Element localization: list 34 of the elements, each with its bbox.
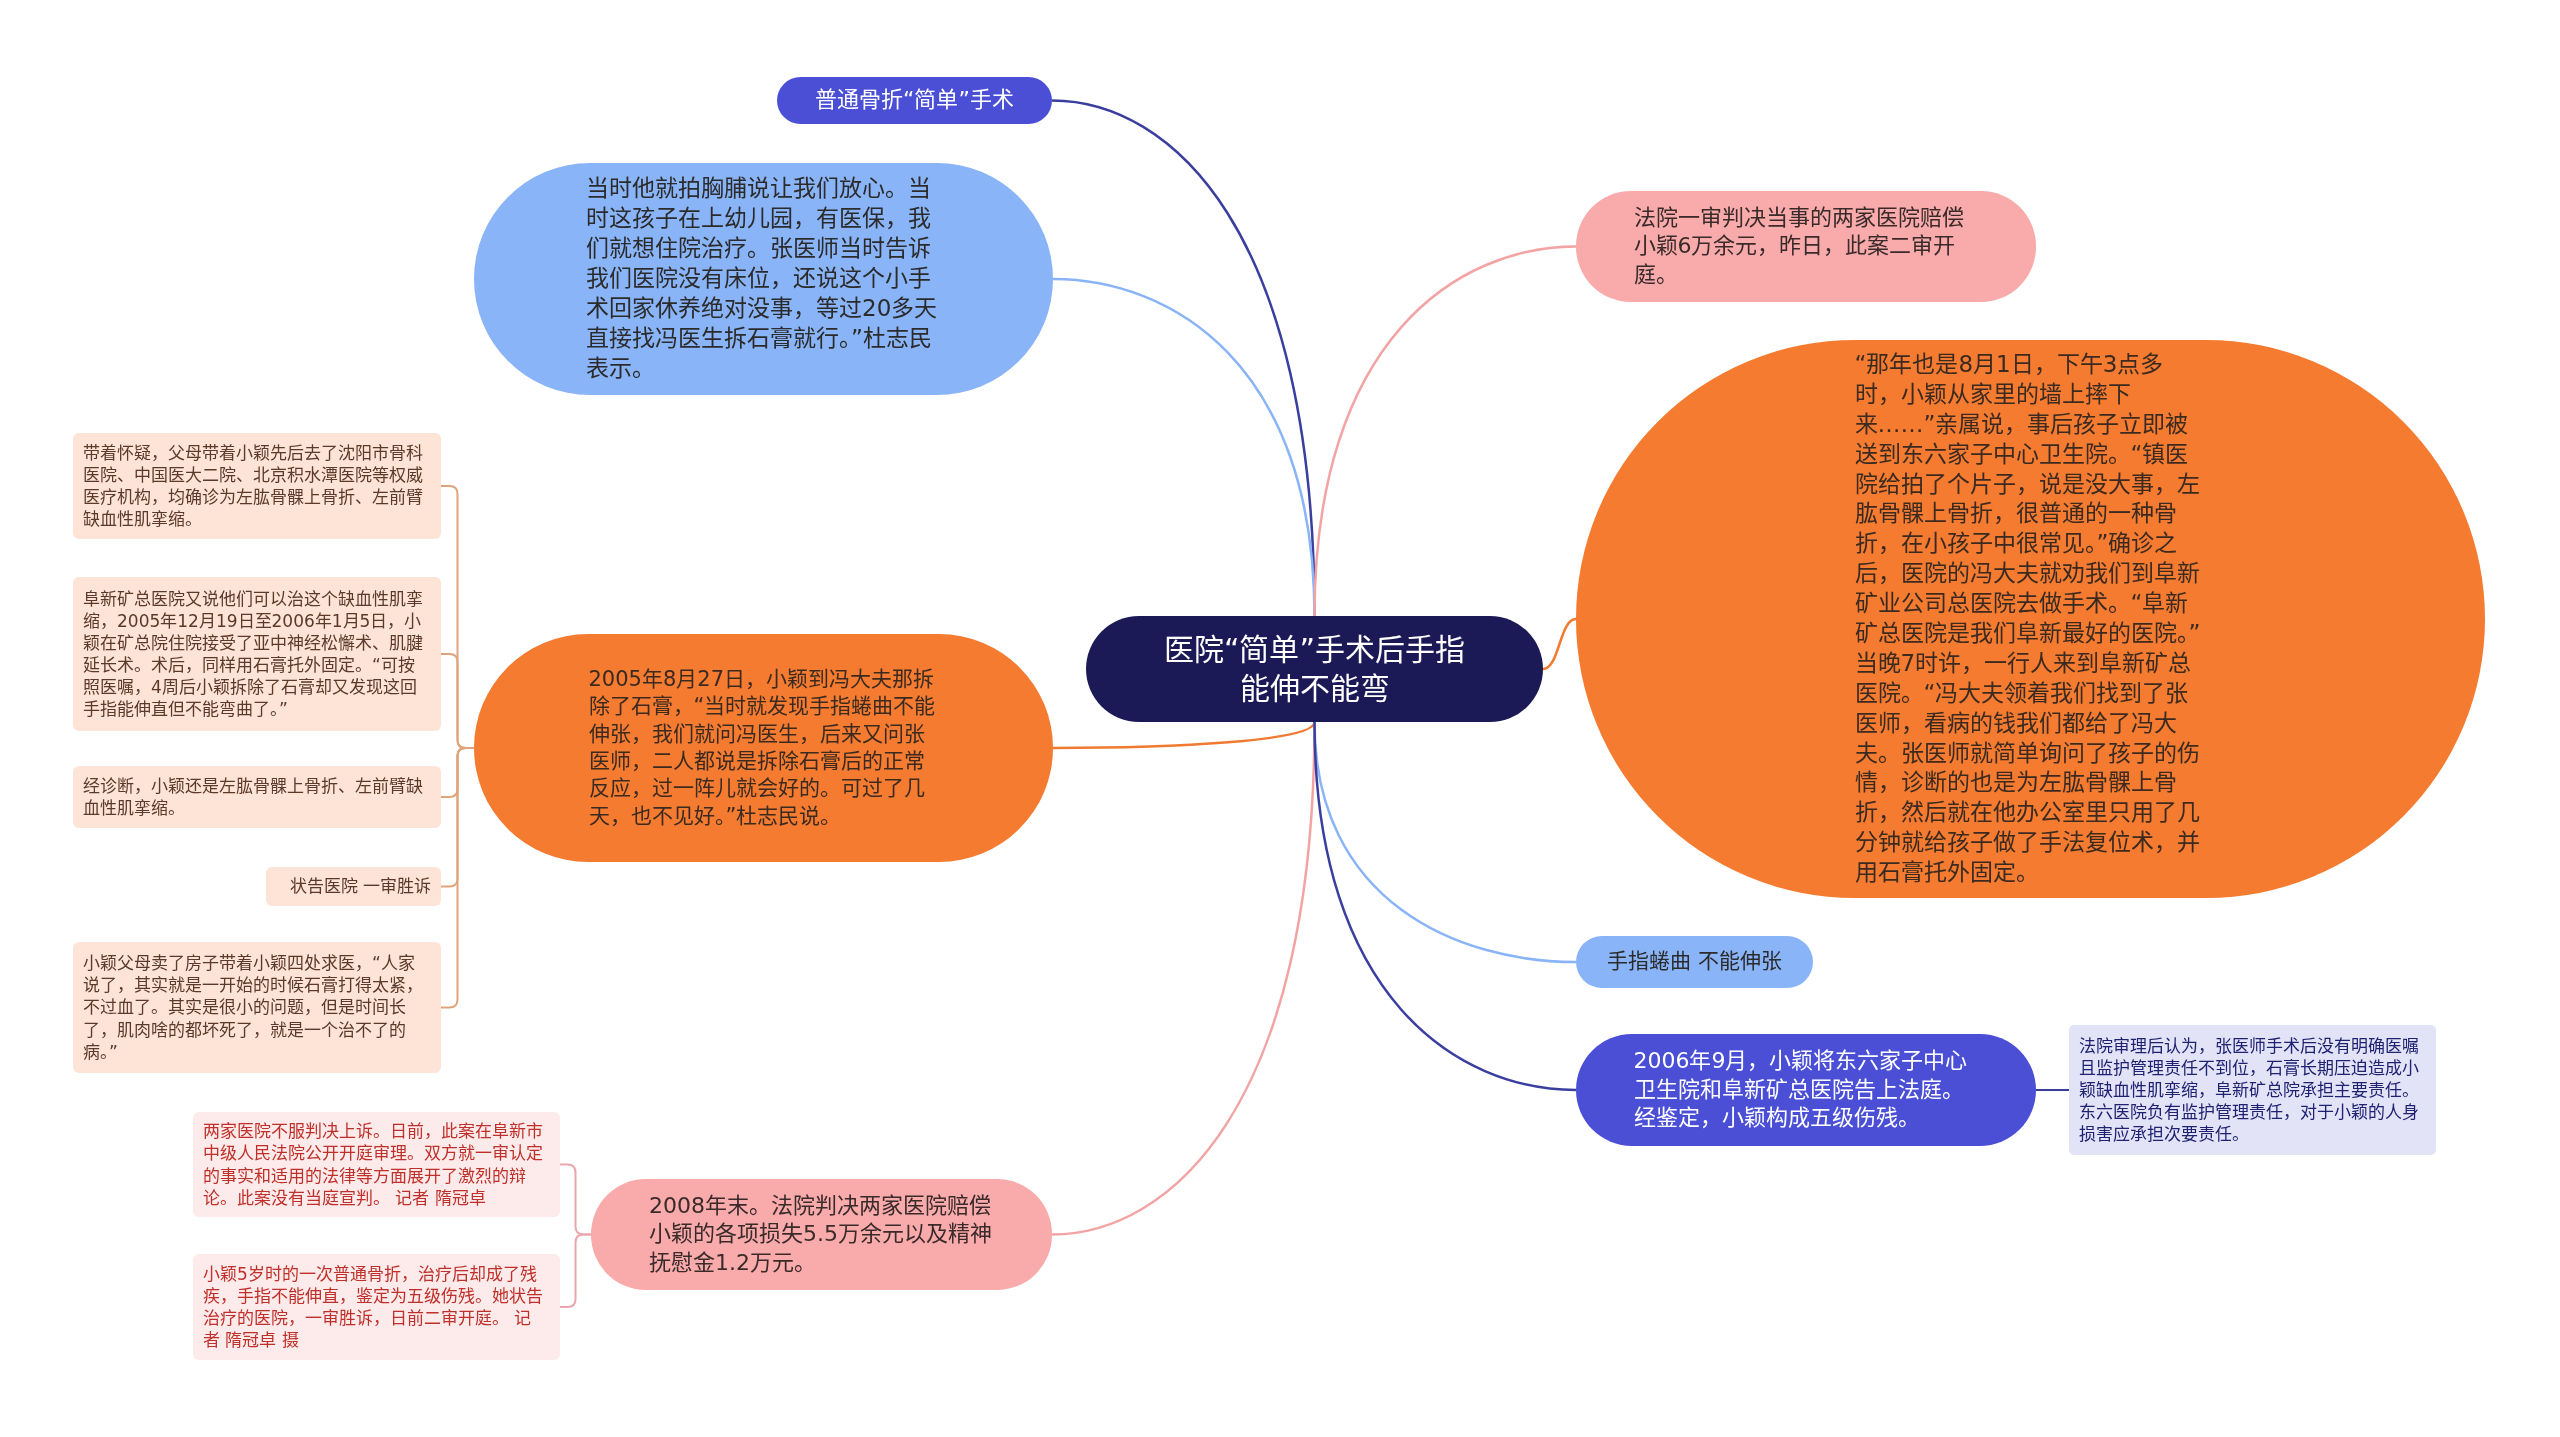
topic-text: “那年也是8月1日，下午3点多时，小颖从家里的墙上摔下来……”亲属说，事后孩子立即被送到东六家子中心卫生院。“镇医院给拍了个片子，说是没大事，左肱骨髁上骨折，很普通的一种骨折，在小孩子中很常见。”确诊之后，医院的冯大夫就劝我们到阜新矿业公司总医院去做手术。“阜新矿总医院是我们阜新最好的医院。”当晚7时许，一行人来到阜新矿总医院。“冯大夫领着我们找到了张医师，看病的钱我们都给了冯大夫。张医师就简单询问了孩子的伤情，诊断的也是为左肱骨髁上骨折，然后就在他办公室里只用了几分钟就给孩子做了手法复位术，并用石膏托外固定。: [1854, 350, 2202, 888]
note-card: [73, 433, 441, 539]
note-card: [193, 1254, 560, 1360]
bracket-connector: [559, 1233, 592, 1308]
note-text: 小颖父母卖了房子带着小颖四处求医，“人家说了，其实就是一开始的时候石膏打得太紧，不过血了。其实是很小的问题，但是时间长了，肌肉啥的都坏死了，就是一个治不了的病。”: [83, 952, 424, 1063]
topic-text: 手指蜷曲 不能伸张: [1606, 948, 1783, 976]
connector-line: [1053, 721, 1316, 750]
note-card: [73, 577, 441, 731]
note-card: [193, 1112, 560, 1217]
topic-text: 当时他就拍胸脯说让我们放心。当时这孩子在上幼儿园，有医保，我们就想住院治疗。张医师当时告诉我们医院没有床位，还说这个小手术回家休养绝对没事，等过20多天直接找冯医生拆石膏就行。”杜志民表示。: [586, 174, 939, 383]
topic-text: 2005年8月27日，小颖到冯大夫那拆除了石膏，“当时就发现手指蜷曲不能伸张，我们就问冯医生，后来又问张医师，二人都说是拆除石膏后的正常反应，过一阵儿就会好的。可过了几天，也不见好。”杜志民说。: [588, 666, 937, 830]
topic-text: 2006年9月，小颖将东六家子中心卫生院和阜新矿总医院告上法庭。经鉴定，小颖构成五级伤残。: [1633, 1047, 1969, 1133]
connector-line: [1313, 721, 1577, 1092]
connector-line: [1313, 245, 1577, 617]
connector-line: [1542, 617, 1577, 671]
topic-text: 2008年末。法院判决两家医院赔偿小颖的各项损失5.5万余元以及精神抚慰金1.2万元。: [649, 1191, 993, 1277]
topic-text: 普通骨折“简单”手术: [814, 86, 1015, 115]
note-text: 带着怀疑，父母带着小颖先后去了沈阳市骨科医院、中国医大二院、北京积水潭医院等权威医疗机构，均确诊为左肱骨髁上骨折、左前臂缺血性肌挛缩。: [83, 441, 424, 531]
note-text: 两家医院不服判决上诉。日前，此案在阜新市中级人民法院公开开庭审理。双方就一审认定的事实和适用的法律等方面展开了激烈的辩论。此案没有当庭宣判。 记者 隋冠卓: [203, 1120, 544, 1209]
bracket-connector: [2035, 1089, 2070, 1091]
topic-text: 法院一审判决当事的两家医院赔偿小颖6万余元，昨日，此案二审开庭。: [1633, 203, 1965, 289]
note-card: [2069, 1025, 2436, 1155]
note-text: 法院审理后认为，张医师手术后没有明确医嘱且监护管理责任不到位，石膏长期压迫造成小颖缺血性肌挛缩，阜新矿总院承担主要责任。东六医院负有监护管理责任，对于小颖的人身损害应承担次要责任。: [2079, 1034, 2420, 1146]
topic-pill: [777, 77, 1052, 124]
bracket-connector: [440, 747, 475, 1009]
note-text: 经诊断，小颖还是左肱骨髁上骨折、左前臂缺血性肌挛缩。: [83, 774, 424, 820]
topic-text: 医院“简单”手术后手指能伸不能弯: [1162, 631, 1467, 708]
note-card: [73, 766, 441, 828]
topic-pill: [1576, 936, 1813, 988]
note-card: [73, 942, 441, 1073]
note-text: 状告医院 一审胜诉: [288, 875, 431, 898]
note-text: 阜新矿总医院又说他们可以治这个缺血性肌挛缩，2005年12月19日至2006年1月5日，小颖在矿总院住院接受了亚中神经松懈术、肌腱延长术。术后，同样用石膏托外固定。“可按照医嘱，4周后小颖拆除了石膏却又发现这回手指能伸直但不能弯曲了。”: [83, 587, 424, 721]
note-text: 小颖5岁时的一次普通骨折，治疗后却成了残疾，手指不能伸直，鉴定为五级伤残。她状告治疗的医院，一审胜诉，日前二审开庭。 记者 隋冠卓 摄: [203, 1262, 544, 1352]
note-card: [266, 867, 441, 906]
